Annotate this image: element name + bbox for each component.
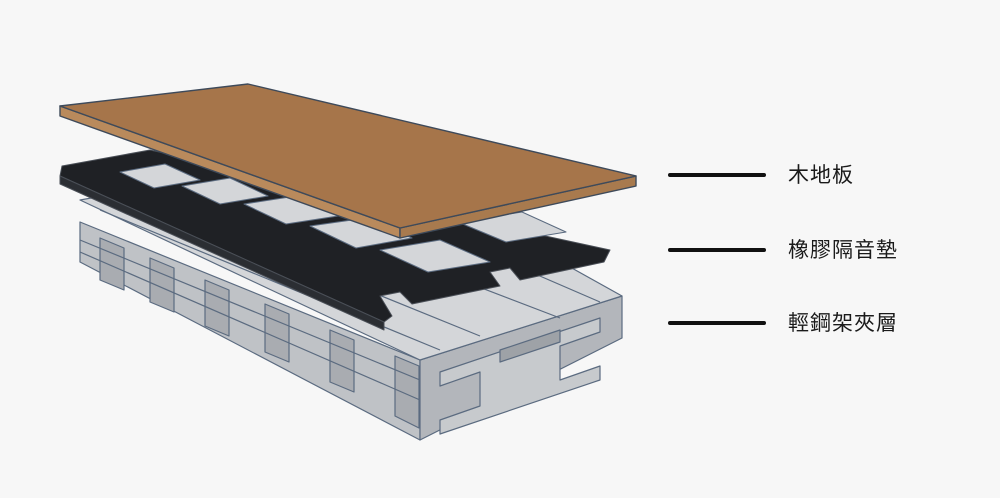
- steel-front-joists: [99, 237, 420, 429]
- steel-end-flange: [499, 329, 561, 363]
- legend-line-steel-frame: [668, 321, 766, 325]
- steel-end-ibeam: [439, 317, 601, 435]
- legend-line-rubber-mat: [668, 248, 766, 252]
- rubber-mat-layer: [59, 149, 611, 331]
- wood-board-top: [59, 83, 637, 229]
- steel-front-line: [79, 239, 421, 381]
- legend-label-steel-frame: 輕鋼架夾層: [788, 311, 898, 335]
- steel-front-line: [79, 251, 421, 401]
- legend-label-rubber-mat: 橡膠隔音墊: [788, 238, 898, 262]
- legend-label-wood-floor: 木地板: [788, 163, 854, 187]
- wood-floor-layer: [59, 83, 637, 239]
- legend-line-wood-floor: [668, 173, 766, 177]
- rubber-mat-side: [59, 175, 385, 331]
